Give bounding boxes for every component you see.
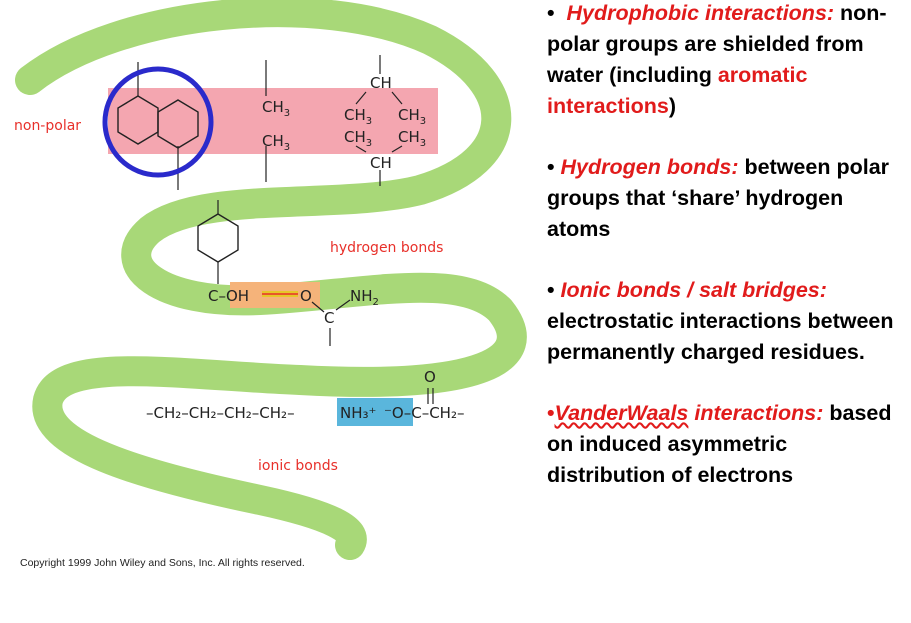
bond-line [355,145,367,153]
note-term-underlined: VanderWaals [554,401,689,425]
note-tail: ) [668,94,677,118]
note-hydrophobic: • Hydrophobic interactions: non-polar gr… [547,0,907,122]
note-text: between polar groups that ‘share’ hydrog… [547,155,890,241]
methyl-label: CH3 [398,128,426,149]
note-text: non-polar groups are shielded from water… [547,1,887,87]
coh-label: C–OH [208,287,249,305]
non-polar-label: non-polar [14,118,81,134]
ch-label: CH [370,74,392,92]
ionic-box [337,398,413,426]
note-text: based on induced asymmetric distribution… [547,401,892,487]
note-term: interactions: [688,401,824,425]
oxygen-label: O [300,287,312,305]
carbonyl-oxygen-label: O [424,368,436,386]
methyl-label: CH3 [262,98,290,119]
amine-label: NH2 [350,287,379,308]
bond-line [355,91,367,105]
copyright-text: Copyright 1999 John Wiley and Sons, Inc.… [20,557,305,569]
alkyl-chain-label: –CH₂–CH₂–CH₂–CH₂– [146,404,295,422]
bond-line [311,301,325,313]
methyl-label: CH3 [398,106,426,127]
note-term: Hydrogen bonds: [560,155,739,179]
bond-line [391,145,403,153]
protein-interactions-diagram: CH3 CH3 CH CH CH3 CH3 CH3 CH3 C–OH O C N… [14,0,527,569]
note-hydrogen-bonds: • Hydrogen bonds: between polar groups t… [547,152,907,245]
bullet: • [547,155,555,179]
hydrogen-bonds-label: hydrogen bonds [330,240,443,256]
hydrophobic-box [108,88,438,154]
ch-label: CH [370,154,392,172]
ammonium-label: NH₃⁺ [340,404,376,422]
bond-line [391,91,403,105]
ionic-bonds-label: ionic bonds [258,458,338,474]
aromatic-highlight-circle [102,66,214,178]
note-term: Ionic bonds / salt bridges: [560,278,827,302]
bullet: • [547,401,555,425]
note-highlight: aromatic interactions [547,63,808,118]
benzene-ring [117,95,159,145]
notes-panel: • Hydrophobic interactions: non-polar gr… [547,0,907,491]
note-vanderwaals: •VanderWaals interactions: based on indu… [547,398,907,491]
note-ionic-bonds: • Ionic bonds / salt bridges: electrosta… [547,275,907,368]
carbon-label: C [324,309,334,327]
benzene-ring [157,99,199,149]
bullet: • [547,1,555,25]
note-text: electrostatic interactions between perma… [547,309,894,364]
methyl-label: CH3 [344,106,372,127]
methyl-label: CH3 [344,128,372,149]
carboxylate-label: ⁻O–C–CH₂– [384,404,464,422]
methyl-label: CH3 [262,132,290,153]
bond-line [335,299,351,311]
bullet: • [547,278,555,302]
protein-backbone [15,0,527,560]
note-term: Hydrophobic interactions: [566,1,835,25]
